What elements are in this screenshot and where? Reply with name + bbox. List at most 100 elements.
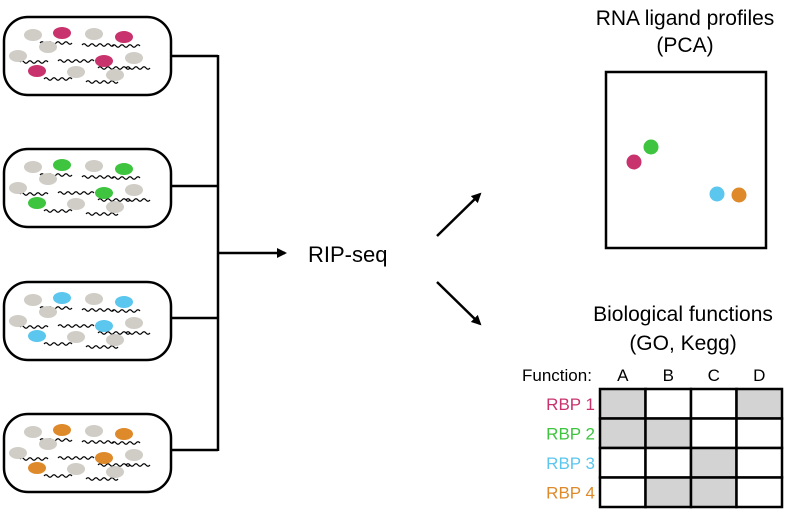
table-cell: [644, 446, 693, 479]
rbp-protein: [95, 320, 113, 332]
rna-strand: [81, 440, 115, 444]
other-protein: [85, 28, 103, 40]
column-header-a: A: [617, 366, 629, 385]
other-protein: [106, 201, 124, 213]
other-protein: [85, 425, 103, 437]
other-protein: [125, 317, 143, 329]
cell-membrane: [2, 147, 173, 229]
other-protein: [85, 293, 103, 305]
other-protein: [125, 52, 143, 64]
table-cell: [689, 417, 738, 450]
row-label-rbp-2: RBP 2: [546, 425, 595, 444]
rna-strand: [85, 477, 119, 481]
pca-title-line1: RNA ligand profiles: [596, 7, 775, 30]
pca-title-line2: (PCA): [656, 34, 713, 57]
cell-4: [2, 412, 173, 494]
other-protein: [125, 449, 143, 461]
other-protein: [24, 161, 42, 173]
rna-strand: [57, 456, 95, 460]
rna-strand: [111, 309, 141, 313]
table-cell: [644, 417, 693, 450]
rna-strand: [97, 463, 131, 467]
bracket-connector: [172, 54, 220, 452]
rbp-protein: [53, 424, 71, 436]
rbp-protein: [28, 330, 46, 342]
rna-strand: [111, 44, 141, 48]
table-cell: [689, 387, 738, 420]
pca-point: [731, 187, 747, 203]
arrow-to-functions: [436, 281, 482, 326]
pca-point: [643, 139, 659, 155]
functions-title-line1: Biological functions: [593, 303, 773, 326]
rna-strand: [111, 176, 141, 180]
other-protein: [106, 334, 124, 346]
column-header-b: B: [663, 366, 674, 385]
other-protein: [67, 331, 85, 343]
function-header-label: Function:: [522, 366, 592, 385]
rbp-protein: [53, 292, 71, 304]
other-protein: [39, 438, 57, 450]
rna-strand: [57, 191, 95, 195]
table-cell: [689, 476, 738, 509]
rna-strand: [125, 198, 151, 202]
arrow-to-pca: [436, 192, 482, 237]
rna-strand: [19, 192, 49, 196]
other-protein: [24, 29, 42, 41]
other-protein: [9, 447, 27, 459]
rna-strand: [97, 331, 131, 335]
rbp-protein: [28, 65, 46, 77]
rna-strand: [19, 457, 49, 461]
rna-strand: [81, 43, 115, 47]
cell-membrane: [2, 412, 173, 494]
rbp-protein: [115, 296, 133, 308]
table-cell: [644, 387, 693, 420]
cell-2: [2, 147, 173, 229]
table-cell: [598, 417, 647, 450]
functions-title-line2: (GO, Kegg): [629, 332, 736, 355]
rbp-protein: [115, 31, 133, 43]
other-protein: [9, 315, 27, 327]
rbp-protein: [95, 55, 113, 67]
rna-strand: [43, 342, 73, 346]
other-protein: [9, 182, 27, 194]
rbp-protein: [53, 27, 71, 39]
pca-point: [626, 154, 642, 170]
rbp-protein: [53, 159, 71, 171]
rbp-protein: [28, 197, 46, 209]
rbp-protein: [95, 187, 113, 199]
table-cell: [598, 446, 647, 479]
other-protein: [39, 173, 57, 185]
rbp-protein: [115, 428, 133, 440]
rna-strand: [19, 60, 49, 64]
rna-strand: [43, 77, 73, 81]
rna-strand: [85, 80, 119, 84]
rna-strand: [125, 331, 151, 335]
cell-membrane: [2, 280, 173, 362]
rna-strand: [85, 212, 119, 216]
pca-point: [709, 186, 725, 202]
cell-membrane: [2, 15, 173, 97]
rna-strand: [81, 175, 115, 179]
rna-strand: [81, 308, 115, 312]
rbp-protein: [28, 462, 46, 474]
other-protein: [85, 160, 103, 172]
rna-strand: [19, 325, 49, 329]
other-protein: [67, 66, 85, 78]
rbp-protein: [115, 163, 133, 175]
rna-strand: [43, 209, 73, 213]
cell-3: [2, 280, 173, 362]
rna-strand: [57, 324, 95, 328]
other-protein: [125, 184, 143, 196]
table-cell: [735, 417, 784, 450]
other-protein: [39, 41, 57, 53]
pca-points: [626, 139, 747, 203]
other-protein: [39, 306, 57, 318]
row-label-rbp-1: RBP 1: [546, 395, 595, 414]
cells-group: [2, 15, 173, 494]
ripseq-label: RIP-seq: [308, 242, 387, 267]
other-protein: [24, 426, 42, 438]
table-cell: [689, 446, 738, 479]
rna-strand: [57, 59, 95, 63]
